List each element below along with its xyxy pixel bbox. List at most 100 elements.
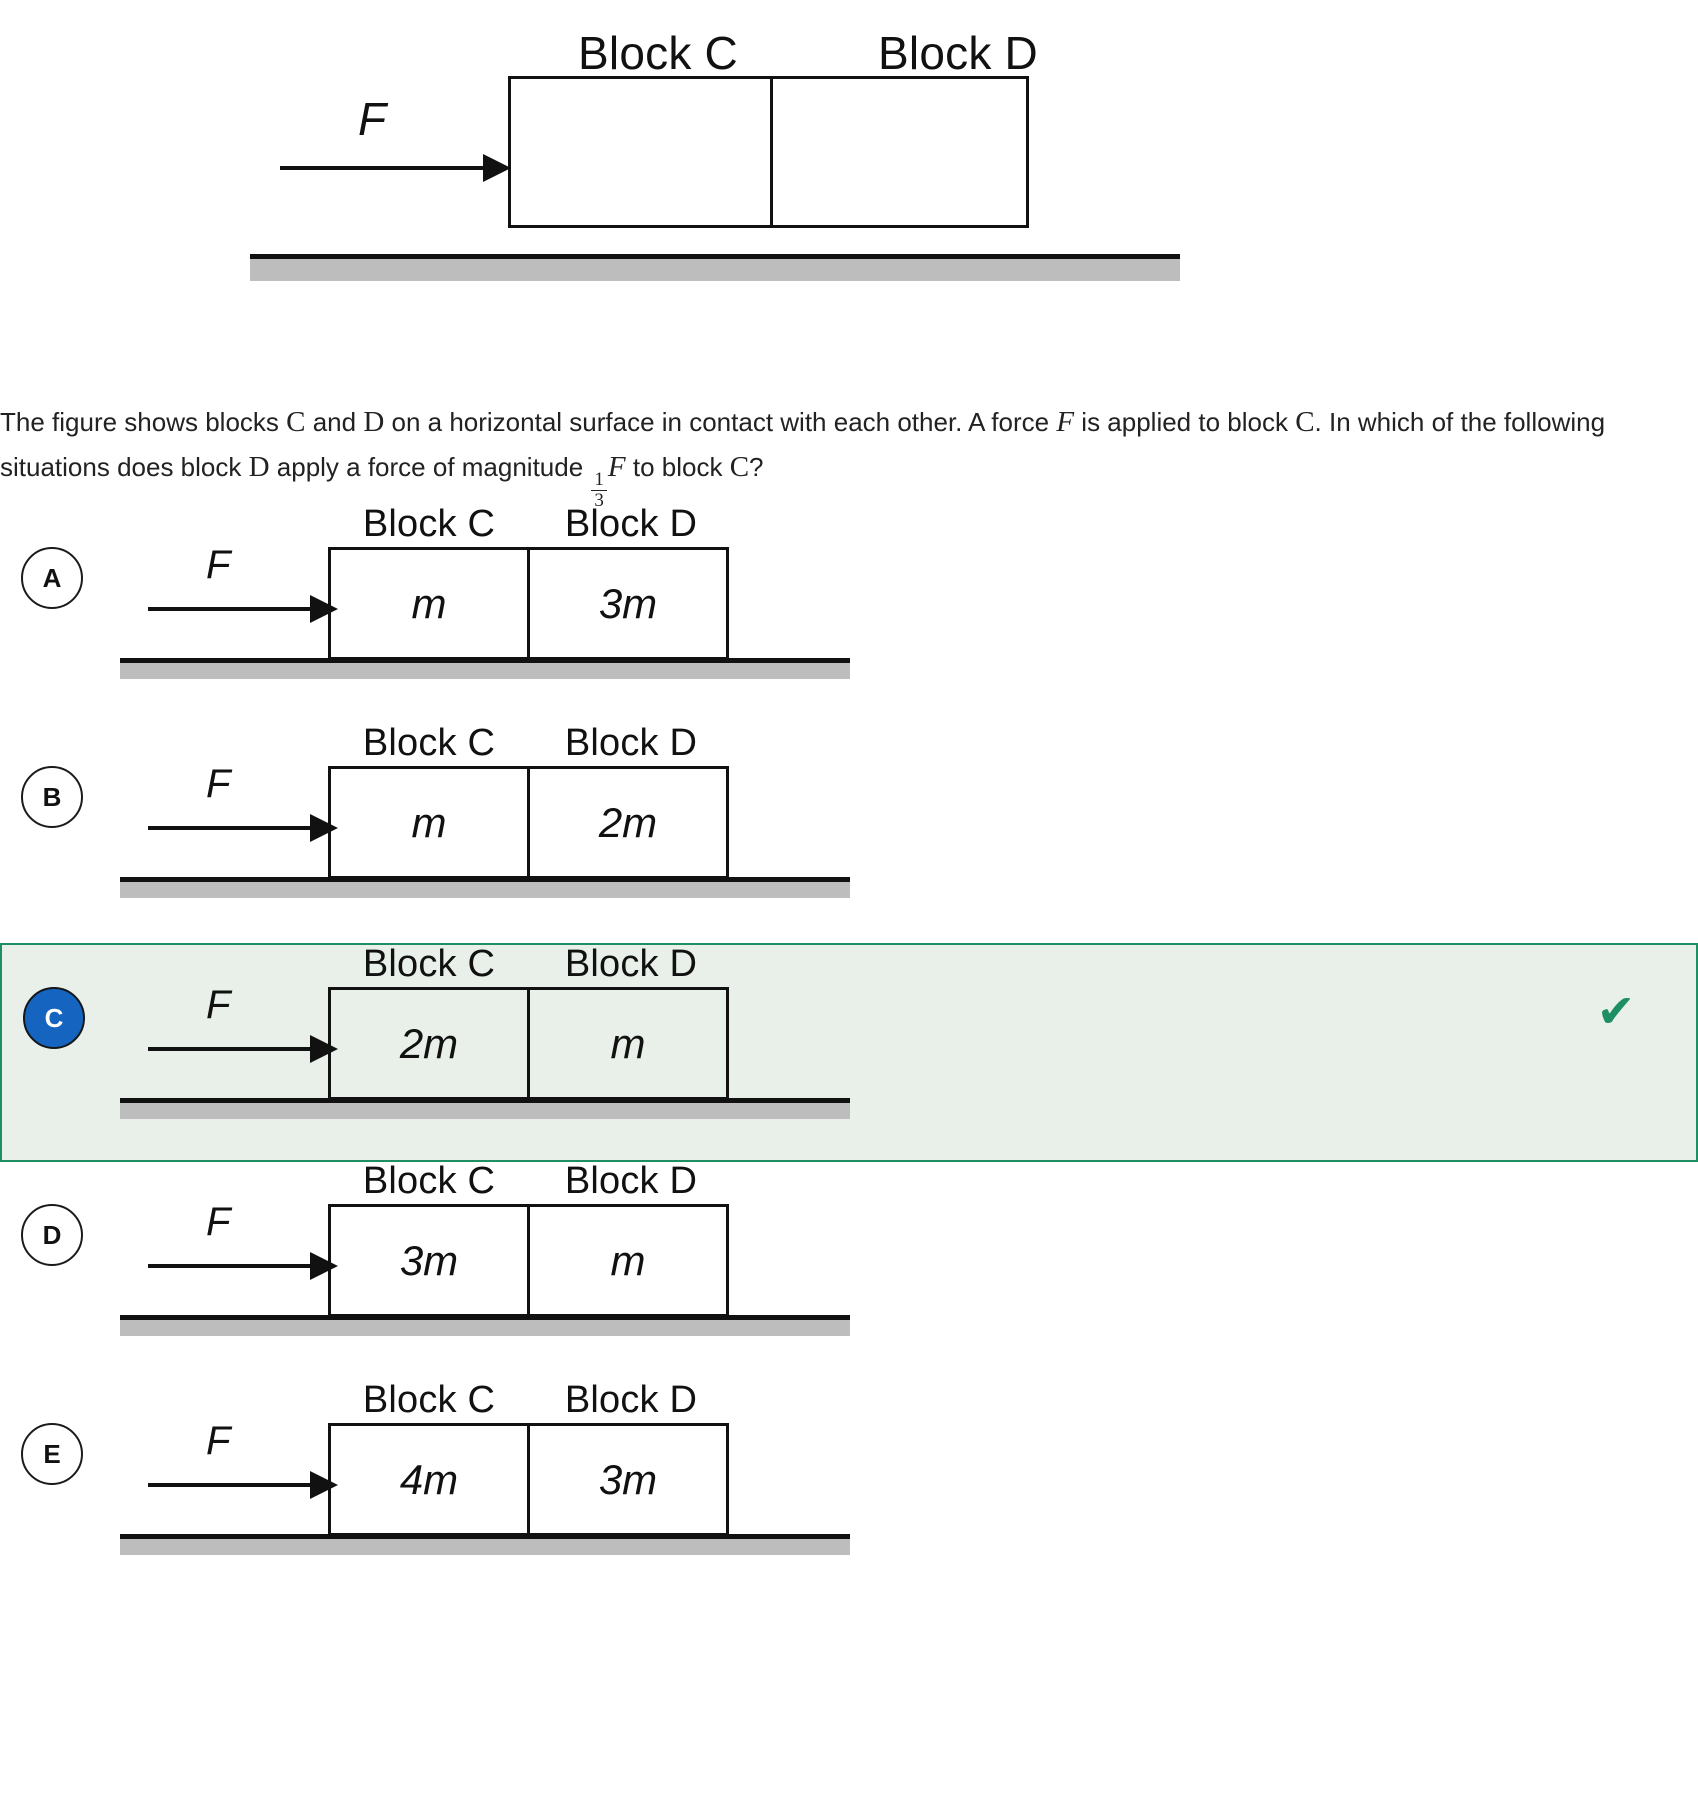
choice-badge-b[interactable]: B xyxy=(21,766,83,828)
choice-d-blocks-and-force: F 3m m xyxy=(148,1200,850,1317)
choice-a-force-label: F xyxy=(206,543,231,587)
question-var-f-2: F xyxy=(607,451,626,483)
choice-badge-a[interactable]: A xyxy=(21,547,83,609)
choice-b-label-block-d: Block D xyxy=(564,722,698,764)
question-var-d-2: D xyxy=(248,451,270,483)
choice-d-ground-surface xyxy=(120,1315,850,1336)
choice-e-label-block-d: Block D xyxy=(564,1379,698,1421)
choice-a-blocks-and-force: F m 3m xyxy=(148,543,850,660)
choice-c-ground-surface xyxy=(120,1098,850,1119)
choice-e-force-shaft xyxy=(148,1483,312,1487)
choice-d-label-block-d: Block D xyxy=(564,1160,698,1202)
choice-d-block-c: 3m xyxy=(328,1204,530,1317)
question-var-c-1: C xyxy=(286,406,306,438)
choice-badge-d[interactable]: D xyxy=(21,1204,83,1266)
question-part-5: . In which of the following situations d… xyxy=(0,407,1606,482)
choice-d-block-row: 3m m xyxy=(328,1204,850,1317)
choice-a-force-arrow: F xyxy=(148,543,338,623)
choice-d-block-labels: Block C Block D xyxy=(328,1162,850,1200)
choice-b-force-arrowhead xyxy=(310,814,338,842)
stem-label-block-d: Block D xyxy=(878,27,1038,79)
choice-b-block-c: m xyxy=(328,766,530,879)
answer-choice-a[interactable]: A Block C Block D F m 3m xyxy=(0,505,1698,724)
choice-diagram-b: Block C Block D F m 2m xyxy=(120,724,850,898)
choice-c-force-arrow: F xyxy=(148,983,338,1063)
choice-b-block-d: 2m xyxy=(527,766,729,879)
stem-block-labels: Block C Block D xyxy=(508,30,1180,76)
choice-c-block-labels: Block C Block D xyxy=(328,945,850,983)
answer-choice-e[interactable]: E Block C Block D F 4m 3m xyxy=(0,1381,1698,1600)
choice-d-force-label: F xyxy=(206,1200,231,1244)
fraction-denominator: 3 xyxy=(594,489,604,511)
choice-a-force-arrowhead xyxy=(310,595,338,623)
choice-c-block-c: 2m xyxy=(328,987,530,1100)
choice-diagram-c: Block C Block D F 2m m xyxy=(120,945,850,1119)
choice-e-force-arrow: F xyxy=(148,1419,338,1499)
question-part-1: The figure shows blocks xyxy=(0,407,287,437)
stem-block-d xyxy=(770,76,1029,228)
stem-force-shaft xyxy=(280,166,485,170)
question-part-3: on a horizontal surface in contact with … xyxy=(384,407,1057,437)
choice-d-block-d: m xyxy=(527,1204,729,1317)
answer-choice-d[interactable]: D Block C Block D F 3m m xyxy=(0,1162,1698,1381)
question-part-8: ? xyxy=(749,452,764,482)
choice-d-force-shaft xyxy=(148,1264,312,1268)
choice-b-block-labels: Block C Block D xyxy=(328,724,850,762)
correct-answer-check-icon: ✔ xyxy=(1596,985,1636,1037)
choice-a-ground-surface xyxy=(120,658,850,679)
choice-b-block-row: m 2m xyxy=(328,766,850,879)
choice-diagram-d: Block C Block D F 3m m xyxy=(120,1162,850,1336)
choice-a-label-block-d: Block D xyxy=(564,503,698,545)
choice-c-label-block-c: Block C xyxy=(362,943,496,985)
choice-c-force-arrowhead xyxy=(310,1035,338,1063)
stem-figure-diagram: Block C Block D F xyxy=(250,30,1180,281)
stem-block-row xyxy=(508,76,1180,228)
choice-c-label-block-d: Block D xyxy=(564,943,698,985)
choice-b-label-block-c: Block C xyxy=(362,722,496,764)
choice-c-blocks-and-force: F 2m m xyxy=(148,983,850,1100)
choice-a-label-block-c: Block C xyxy=(362,503,496,545)
question-part-6: apply a force of magnitude xyxy=(269,452,591,482)
choice-e-label-block-c: Block C xyxy=(362,1379,496,1421)
answer-choice-b[interactable]: B Block C Block D F m 2m xyxy=(0,724,1698,943)
stem-block-c xyxy=(508,76,773,228)
choice-c-force-label: F xyxy=(206,983,231,1027)
question-var-d-1: D xyxy=(363,406,385,438)
question-part-2: and xyxy=(305,407,364,437)
choice-a-block-row: m 3m xyxy=(328,547,850,660)
answer-choice-c[interactable]: C Block C Block D F 2m m ✔ xyxy=(0,943,1698,1162)
stem-ground-surface xyxy=(250,254,1180,281)
question-part-4: is applied to block xyxy=(1074,407,1296,437)
choice-e-block-labels: Block C Block D xyxy=(328,1381,850,1419)
choice-a-block-c: m xyxy=(328,547,530,660)
choice-diagram-e: Block C Block D F 4m 3m xyxy=(120,1381,850,1555)
choice-e-force-arrowhead xyxy=(310,1471,338,1499)
choice-badge-c[interactable]: C xyxy=(23,987,85,1049)
choice-b-ground-surface xyxy=(120,877,850,898)
choice-e-force-label: F xyxy=(206,1419,231,1463)
choice-a-block-labels: Block C Block D xyxy=(328,505,850,543)
choice-badge-e[interactable]: E xyxy=(21,1423,83,1485)
answer-choice-list: A Block C Block D F m 3m B xyxy=(0,505,1698,1600)
choice-a-force-shaft xyxy=(148,607,312,611)
fraction-numerator: 1 xyxy=(591,470,607,491)
question-part-7: to block xyxy=(625,452,730,482)
choice-d-force-arrow: F xyxy=(148,1200,338,1280)
choice-a-block-d: 3m xyxy=(527,547,729,660)
choice-c-block-d: m xyxy=(527,987,729,1100)
question-var-f-1: F xyxy=(1056,406,1075,438)
choice-d-force-arrowhead xyxy=(310,1252,338,1280)
choice-e-blocks-and-force: F 4m 3m xyxy=(148,1419,850,1536)
choice-e-block-c: 4m xyxy=(328,1423,530,1536)
choice-e-block-row: 4m 3m xyxy=(328,1423,850,1536)
choice-c-block-row: 2m m xyxy=(328,987,850,1100)
choice-d-label-block-c: Block C xyxy=(362,1160,496,1202)
choice-b-blocks-and-force: F m 2m xyxy=(148,762,850,879)
choice-diagram-a: Block C Block D F m 3m xyxy=(120,505,850,679)
stem-force-arrow: F xyxy=(280,93,515,182)
choice-e-block-d: 3m xyxy=(527,1423,729,1536)
choice-b-force-arrow: F xyxy=(148,762,338,842)
stem-label-block-c: Block C xyxy=(578,27,738,79)
question-var-c-2: C xyxy=(1295,406,1315,438)
